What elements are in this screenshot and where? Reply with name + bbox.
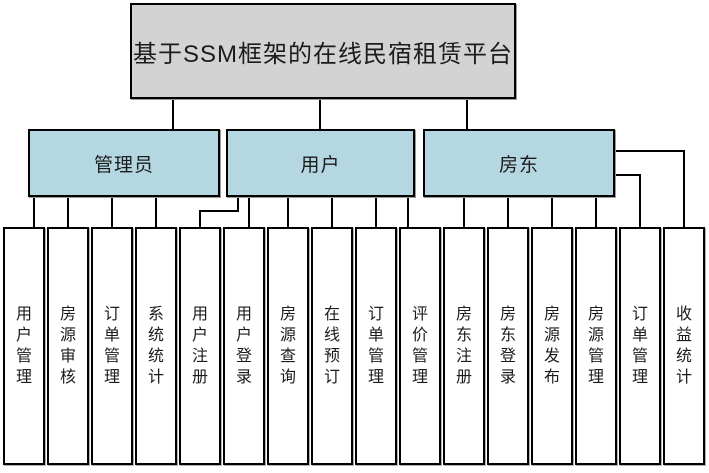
leaf-node-system-statistics: 系 统 统 计: [135, 227, 177, 465]
leaf-node-order-management-user: 订 单 管 理: [355, 227, 397, 465]
user-child-connectors: [199, 197, 409, 227]
leaf-label: 房 源 发 布: [543, 306, 560, 386]
leaf-node-review-management: 评 价 管 理: [399, 227, 441, 465]
role-node-user: 用户: [226, 129, 415, 197]
root-node-label: 基于SSM框架的在线民宿租赁平台: [132, 40, 513, 68]
root-to-role-connectors: [172, 99, 468, 129]
role-node-label: 用户: [300, 154, 341, 176]
role-node-label: 管理员: [93, 154, 154, 176]
leaf-node-user-register: 用 户 注 册: [179, 227, 221, 465]
leaf-node-landlord-register: 房 东 注 册: [443, 227, 485, 465]
leaf-label: 用 户 管 理: [15, 306, 32, 386]
leaf-label: 用 户 注 册: [191, 306, 208, 386]
role-node-landlord: 房东: [423, 129, 615, 197]
leaf-node-order-management-landlord: 订 单 管 理: [619, 227, 661, 465]
leaf-label: 订 单 管 理: [367, 306, 384, 386]
leaf-node-user-login: 用 户 登 录: [223, 227, 265, 465]
leaf-node-online-booking: 在 线 预 订: [311, 227, 353, 465]
leaf-node-listing-search: 房 源 查 询: [267, 227, 309, 465]
admin-child-connectors: [33, 197, 157, 227]
leaf-label: 收 益 统 计: [675, 306, 692, 386]
landlord-child-connectors: [463, 150, 685, 227]
leaf-label: 房 源 审 核: [59, 306, 76, 386]
root-node-platform-title: 基于SSM框架的在线民宿租赁平台: [130, 3, 516, 99]
leaf-label: 评 价 管 理: [411, 306, 428, 386]
leaf-node-landlord-login: 房 东 登 录: [487, 227, 529, 465]
leaf-label: 用 户 登 录: [235, 306, 252, 386]
leaf-label: 房 东 注 册: [455, 306, 472, 386]
leaf-label: 订 单 管 理: [103, 306, 120, 386]
leaf-label: 在 线 预 订: [323, 306, 340, 386]
leaf-label: 订 单 管 理: [631, 306, 648, 386]
role-node-admin: 管理员: [28, 129, 220, 197]
role-node-label: 房东: [498, 154, 539, 176]
leaf-node-listing-publish: 房 源 发 布: [531, 227, 573, 465]
leaf-label: 房 东 登 录: [499, 306, 516, 386]
leaf-label: 房 源 查 询: [279, 306, 296, 386]
leaf-label: 房 源 管 理: [587, 306, 604, 386]
leaf-node-order-management-admin: 订 单 管 理: [91, 227, 133, 465]
leaf-label: 系 统 统 计: [147, 306, 164, 386]
leaf-node-listing-review: 房 源 审 核: [47, 227, 89, 465]
leaf-node-user-management: 用 户 管 理: [3, 227, 45, 465]
leaf-node-listing-management: 房 源 管 理: [575, 227, 617, 465]
leaf-node-revenue-statistics: 收 益 统 计: [663, 227, 705, 465]
